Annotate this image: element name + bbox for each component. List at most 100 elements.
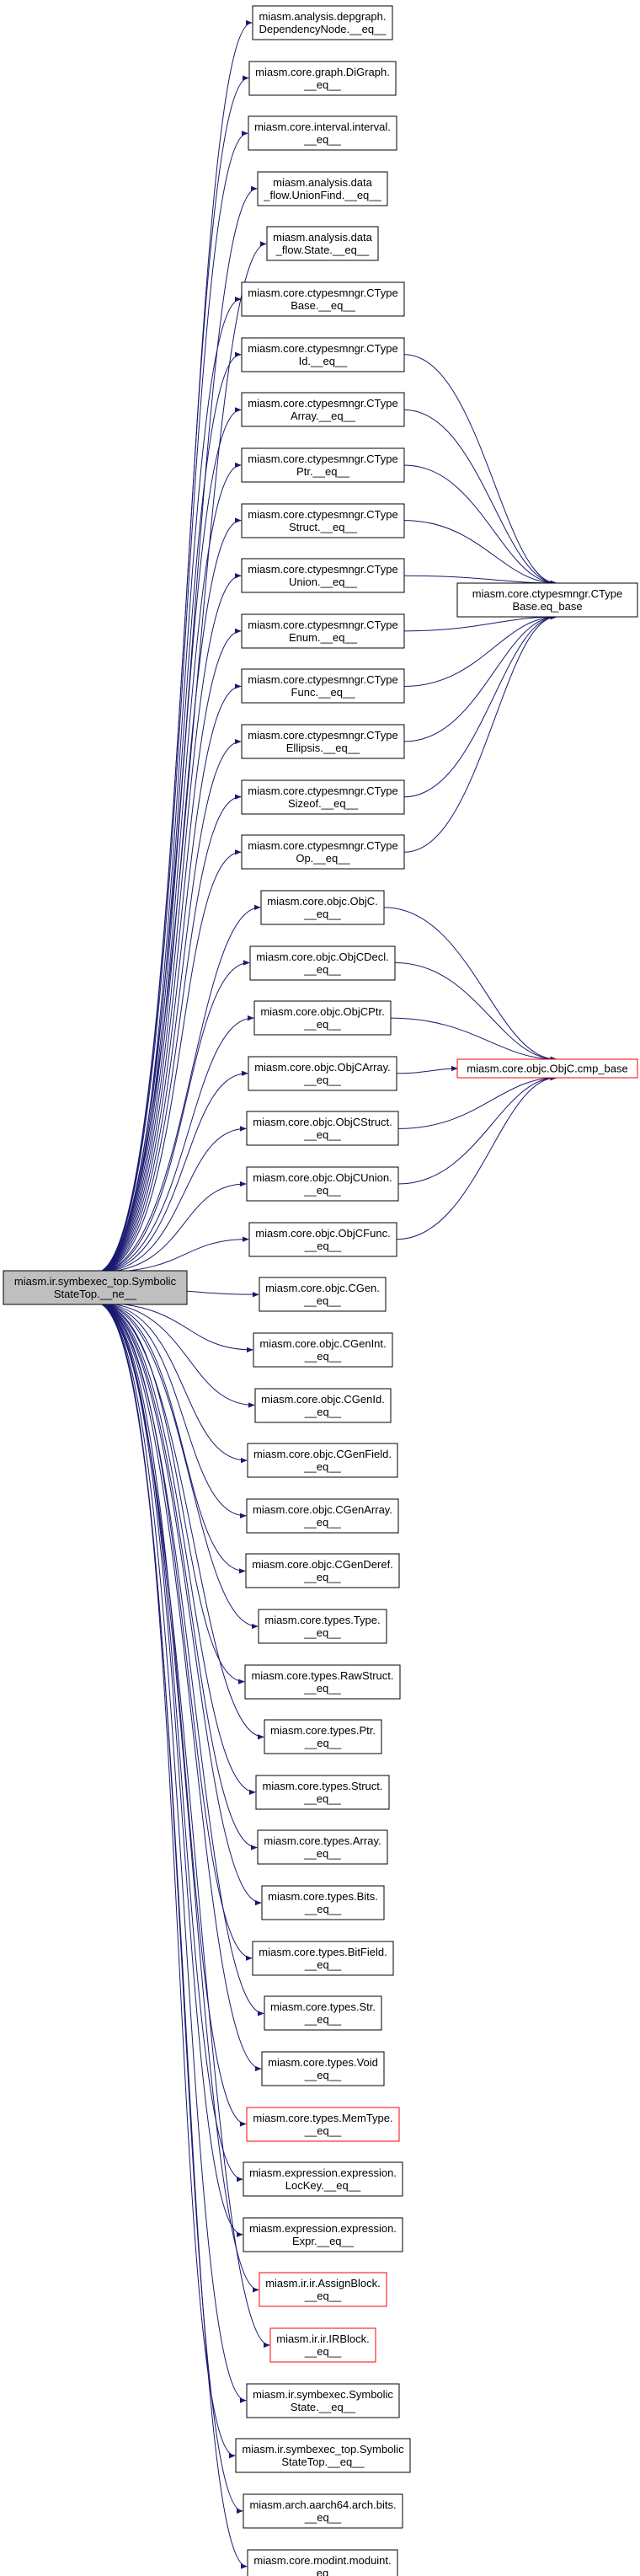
edge-root-to-node-miasm-core-ctypesmngr-ctype-union-eq (95, 573, 242, 1273)
node-miasm-ir-ir-irblock-eq-label-line-1: miasm.ir.ir.IRBlock. (276, 2332, 370, 2345)
edge-root-to-node-miasm-core-types-memtype-eq (95, 1302, 247, 2127)
node-miasm-core-ctypesmngr-ctype-op-eq-box (241, 834, 405, 870)
node-miasm-core-types-str-eq[interactable]: miasm.core.types.Str.__eq__ (264, 1995, 382, 2031)
node-miasm-core-objc-cgenid-eq-label-line-2: __eq__ (304, 1406, 342, 1418)
node-miasm-core-objc-cgenint-eq[interactable]: miasm.core.objc.CGenInt.__eq__ (253, 1332, 393, 1368)
node-miasm-ir-ir-irblock-eq[interactable]: miasm.ir.ir.IRBlock.__eq__ (269, 2327, 376, 2363)
edge-node-miasm-core-ctypesmngr-ctype-func-eq-to-eq-base (403, 613, 557, 687)
node-miasm-core-objc-cgenarray-eq-label-line-1: miasm.core.objc.CGenArray. (253, 1503, 392, 1516)
target-node-cmp-base[interactable]: miasm.core.objc.ObjC.cmp_base (456, 1058, 638, 1079)
node-miasm-core-graph-digraph-eq[interactable]: miasm.core.graph.DiGraph.__eq__ (248, 61, 397, 96)
node-miasm-core-types-rawstruct-eq[interactable]: miasm.core.types.RawStruct.__eq__ (244, 1664, 401, 1700)
node-miasm-core-ctypesmngr-ctype-ptr-eq-label-line-1: miasm.core.ctypesmngr.CType (248, 453, 397, 465)
node-miasm-core-ctypesmngr-ctype-ellipsis-eq[interactable]: miasm.core.ctypesmngr.CTypeEllipsis.__eq… (241, 724, 405, 759)
node-miasm-core-modint-moduint-eq-label-line-1: miasm.core.modint.moduint. (253, 2554, 391, 2567)
edge-root-to-node-miasm-core-ctypesmngr-ctype-ptr-eq (95, 462, 242, 1273)
node-miasm-arch-aarch64-arch-bits-eq-label-line-1: miasm.arch.aarch64.arch.bits. (249, 2498, 396, 2511)
edge-root-to-node-miasm-core-objc-objcunion-eq (95, 1181, 247, 1273)
node-miasm-core-ctypesmngr-ctype-sizeof-eq-label-line-2: Sizeof.__eq__ (288, 797, 359, 810)
node-miasm-analysis-data-flow-unionfind-eq-label-line-2: _flow.UnionFind.__eq__ (263, 189, 381, 201)
node-miasm-analysis-depgraph-dependencynode-eq[interactable]: miasm.analysis.depgraph.DependencyNode._… (252, 5, 393, 40)
node-miasm-core-interval-interval-eq[interactable]: miasm.core.interval.interval.__eq__ (248, 115, 397, 151)
node-miasm-core-types-str-eq-box (264, 1995, 382, 2031)
node-miasm-core-ctypesmngr-ctype-op-eq-label-line-1: miasm.core.ctypesmngr.CType (248, 839, 397, 852)
node-miasm-core-objc-objcdecl-eq-label-line-2: __eq__ (303, 963, 341, 976)
node-miasm-expression-expression-lockey-eq-box (243, 2161, 403, 2197)
node-miasm-core-objc-cgenint-eq-label-line-1: miasm.core.objc.CGenInt. (259, 1337, 386, 1350)
node-miasm-analysis-data-flow-unionfind-eq[interactable]: miasm.analysis.data_flow.UnionFind.__eq_… (257, 171, 388, 206)
root-node-label-line-1: miasm.ir.symbexec_top.Symbolic (14, 1275, 177, 1288)
node-miasm-core-objc-objc-eq[interactable]: miasm.core.objc.ObjC.__eq__ (260, 890, 385, 925)
node-miasm-core-objc-objcfunc-eq[interactable]: miasm.core.objc.ObjCFunc.__eq__ (248, 1222, 397, 1257)
node-miasm-arch-aarch64-arch-bits-eq[interactable]: miasm.arch.aarch64.arch.bits.__eq__ (243, 2493, 403, 2529)
edge-node-miasm-core-ctypesmngr-ctype-array-eq-to-eq-base (403, 409, 557, 586)
node-miasm-core-ctypesmngr-ctype-sizeof-eq-box (241, 779, 405, 815)
node-miasm-core-types-struct-eq[interactable]: miasm.core.types.Struct.__eq__ (255, 1775, 390, 1810)
node-miasm-core-ctypesmngr-ctype-base-eq-label-line-2: Base.__eq__ (291, 299, 355, 312)
node-miasm-core-types-ptr-eq[interactable]: miasm.core.types.Ptr.__eq__ (264, 1719, 382, 1754)
node-miasm-core-types-array-eq-label-line-1: miasm.core.types.Array. (264, 1834, 381, 1847)
node-miasm-core-ctypesmngr-ctype-func-eq-label-line-2: Func.__eq__ (291, 686, 356, 699)
node-miasm-core-modint-moduint-eq[interactable]: miasm.core.modint.moduint.__eq__ (247, 2549, 398, 2576)
node-miasm-expression-expression-expr-eq[interactable]: miasm.expression.expression.Expr.__eq__ (243, 2217, 403, 2252)
node-miasm-core-objc-cgenderef-eq[interactable]: miasm.core.objc.CGenDeref.__eq__ (245, 1553, 400, 1588)
node-miasm-core-ctypesmngr-ctype-ellipsis-eq-label-line-2: Ellipsis.__eq__ (286, 742, 360, 754)
edge-root-to-node-miasm-core-objc-cgenderef-eq (95, 1302, 246, 1574)
node-miasm-core-types-struct-eq-label-line-1: miasm.core.types.Struct. (262, 1780, 382, 1792)
edge-node-miasm-core-ctypesmngr-ctype-sizeof-eq-to-eq-base (403, 613, 557, 798)
node-miasm-core-types-void-eq-label-line-1: miasm.core.types.Void (268, 2056, 378, 2069)
node-miasm-core-ctypesmngr-ctype-array-eq-label-line-1: miasm.core.ctypesmngr.CType (248, 397, 397, 410)
node-miasm-core-objc-objcptr-eq[interactable]: miasm.core.objc.ObjCPtr.__eq__ (253, 1000, 392, 1036)
edge-node-miasm-core-objc-objcunion-eq-to-cmp-base (397, 1074, 557, 1185)
node-miasm-core-ctypesmngr-ctype-enum-eq-label-line-2: Enum.__eq__ (289, 631, 358, 644)
node-miasm-core-objc-cgenid-eq[interactable]: miasm.core.objc.CGenId.__eq__ (254, 1388, 392, 1423)
node-miasm-analysis-depgraph-dependencynode-eq-box (252, 5, 393, 40)
edge-root-to-node-miasm-core-types-type-eq (95, 1302, 259, 1630)
edge-root-to-node-miasm-core-ctypesmngr-ctype-ellipsis-eq (95, 738, 242, 1273)
node-miasm-core-types-bits-eq[interactable]: miasm.core.types.Bits.__eq__ (261, 1885, 385, 1920)
node-miasm-core-objc-objcdecl-eq[interactable]: miasm.core.objc.ObjCDecl.__eq__ (249, 945, 396, 981)
edge-root-to-node-miasm-core-ctypesmngr-ctype-struct-eq (95, 517, 242, 1273)
node-miasm-ir-symbexec-top-symbolic-statetop-eq[interactable]: miasm.ir.symbexec_top.SymbolicStateTop._… (235, 2438, 411, 2473)
node-miasm-core-types-memtype-eq[interactable]: miasm.core.types.MemType.__eq__ (246, 2107, 400, 2142)
node-miasm-core-objc-objcstruct-eq[interactable]: miasm.core.objc.ObjCStruct.__eq__ (246, 1111, 399, 1146)
node-miasm-core-ctypesmngr-ctype-enum-eq-box (241, 613, 405, 649)
node-miasm-analysis-data-flow-state-eq[interactable]: miasm.analysis.data_flow.State.__eq__ (266, 226, 379, 261)
node-miasm-core-objc-cgenarray-eq[interactable]: miasm.core.objc.CGenArray.__eq__ (246, 1498, 399, 1534)
node-miasm-core-types-type-eq[interactable]: miasm.core.types.Type.__eq__ (258, 1609, 387, 1644)
edge-root-to-node-miasm-core-objc-cgenarray-eq (95, 1302, 247, 1518)
edge-node-miasm-core-objc-objcstruct-eq-to-cmp-base (397, 1074, 557, 1129)
node-miasm-core-objc-cgenfield-eq[interactable]: miasm.core.objc.CGenField.__eq__ (247, 1443, 398, 1478)
node-miasm-core-objc-objcarray-eq[interactable]: miasm.core.objc.ObjCArray.__eq__ (248, 1056, 397, 1091)
node-miasm-core-types-type-eq-label-line-1: miasm.core.types.Type. (264, 1614, 380, 1626)
node-miasm-core-graph-digraph-eq-label-line-2: __eq__ (303, 78, 341, 91)
node-miasm-core-objc-objcunion-eq[interactable]: miasm.core.objc.ObjCUnion.__eq__ (246, 1166, 399, 1202)
node-miasm-core-objc-cgen-eq-label-line-2: __eq__ (303, 1294, 341, 1307)
node-miasm-expression-expression-lockey-eq[interactable]: miasm.expression.expression.LocKey.__eq_… (243, 2161, 403, 2197)
node-miasm-ir-symbexec-symbolic-state-eq-label-line-2: State.__eq__ (291, 2401, 356, 2413)
node-miasm-core-objc-objcdecl-eq-label-line-1: miasm.core.objc.ObjCDecl. (256, 951, 389, 963)
node-miasm-core-types-array-eq[interactable]: miasm.core.types.Array.__eq__ (257, 1829, 388, 1865)
node-miasm-core-objc-cgenderef-eq-label-line-2: __eq__ (303, 1571, 341, 1583)
node-miasm-core-types-bitfield-eq[interactable]: miasm.core.types.BitField.__eq__ (252, 1941, 394, 1976)
node-miasm-core-objc-cgen-eq[interactable]: miasm.core.objc.CGen.__eq__ (259, 1277, 387, 1312)
node-miasm-core-ctypesmngr-ctype-id-eq-label-line-1: miasm.core.ctypesmngr.CType (248, 342, 397, 355)
node-miasm-core-types-void-eq[interactable]: miasm.core.types.Void__eq__ (261, 2051, 385, 2086)
root-node[interactable]: miasm.ir.symbexec_top.SymbolicStateTop._… (3, 1270, 188, 1305)
edge-root-to-node-miasm-core-modint-moduint-eq (95, 1302, 248, 2569)
edge-root-to-node-miasm-core-ctypesmngr-ctype-op-eq (95, 849, 242, 1273)
node-miasm-ir-ir-assignblock-eq[interactable]: miasm.ir.ir.AssignBlock.__eq__ (259, 2272, 387, 2307)
